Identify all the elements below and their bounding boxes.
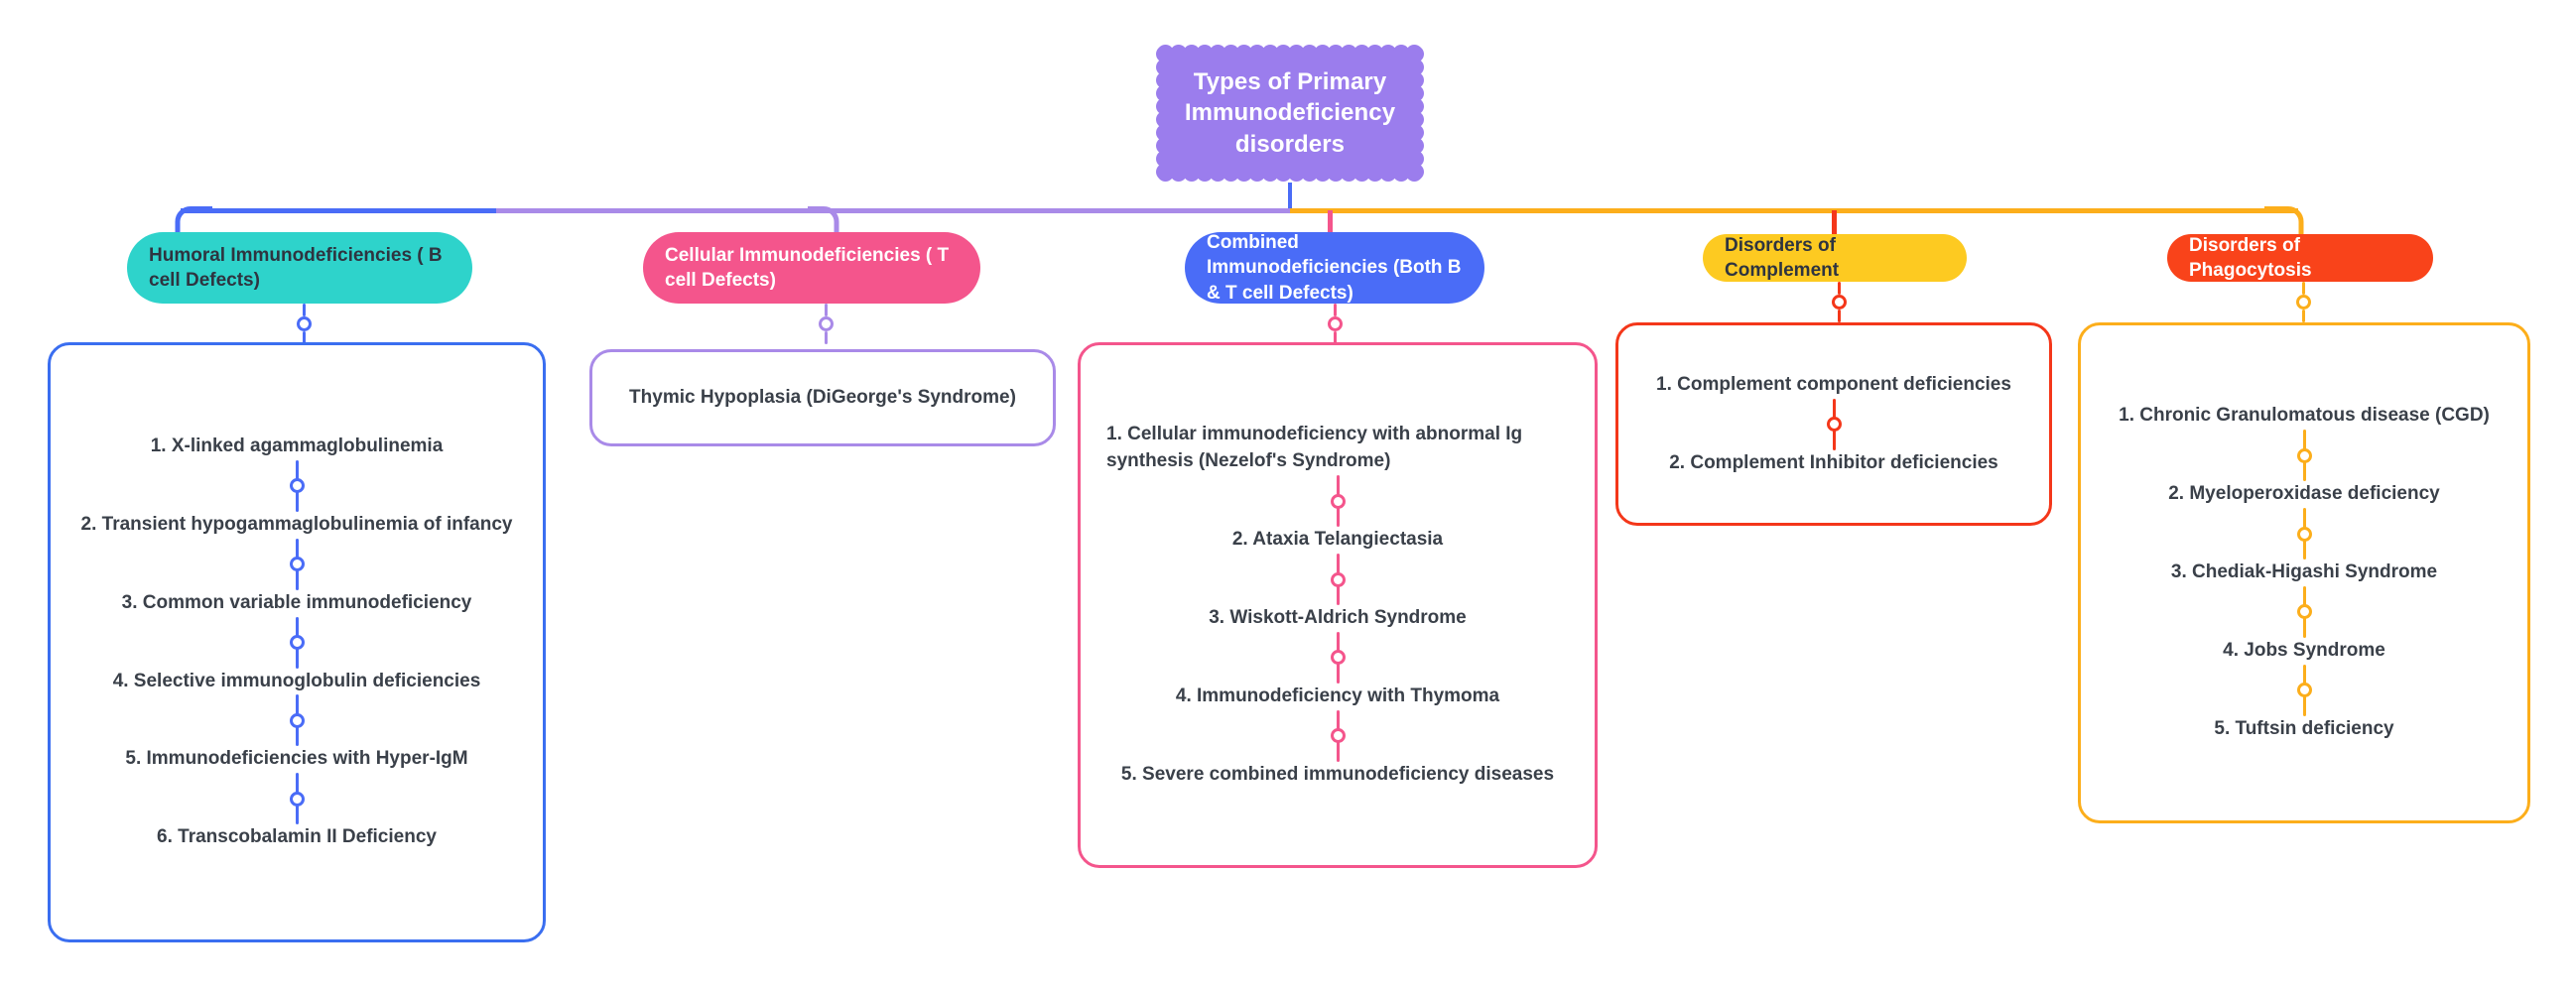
leaf-item[interactable]: 3. Wiskott-Aldrich Syndrome bbox=[1209, 607, 1467, 628]
leaf-item[interactable]: 3. Common variable immunodeficiency bbox=[121, 591, 472, 613]
leaf-connector bbox=[1081, 631, 1595, 684]
panel-stub-cellular bbox=[819, 304, 834, 344]
leaf-connector bbox=[51, 773, 543, 825]
bus-segment-mid bbox=[496, 208, 1290, 213]
root-node-body: Types of Primary Immunodeficiency disord… bbox=[1163, 52, 1417, 175]
leaf-item[interactable]: 1. Chronic Granulomatous disease (CGD) bbox=[2119, 405, 2490, 427]
leaf-connector bbox=[51, 459, 543, 512]
bus-corner-left bbox=[175, 206, 212, 258]
leaf-item[interactable]: 4. Jobs Syndrome bbox=[2223, 639, 2385, 661]
leaf-item[interactable]: 5. Tuftsin deficiency bbox=[2214, 717, 2394, 739]
root-connector-stub bbox=[1288, 183, 1292, 212]
panel-stub-complement bbox=[1832, 282, 1847, 322]
leaf-item[interactable]: 6. Transcobalamin II Deficiency bbox=[157, 826, 437, 848]
leaf-connector bbox=[1081, 709, 1595, 762]
leaf-connector bbox=[2081, 585, 2527, 638]
bus-corner-right bbox=[2264, 206, 2304, 258]
root-node[interactable]: Types of Primary Immunodeficiency disord… bbox=[1155, 44, 1425, 183]
branch-panel-complement: 1. Complement component deficiencies 2. … bbox=[1615, 322, 2052, 526]
panel-stub-combined bbox=[1328, 304, 1343, 344]
leaf-item[interactable]: 2. Myeloperoxidase deficiency bbox=[2168, 483, 2440, 505]
panel-stub-phagocytosis bbox=[2296, 282, 2311, 322]
branch-panel-list: 1. Chronic Granulomatous disease (CGD) 2… bbox=[2081, 325, 2527, 820]
leaf-connector bbox=[1081, 475, 1595, 528]
leaf-item[interactable]: 2. Complement Inhibitor deficiencies bbox=[1669, 451, 1998, 473]
leaf-item[interactable]: 4. Selective immunoglobulin deficiencies bbox=[112, 670, 481, 691]
root-title: Types of Primary Immunodeficiency disord… bbox=[1184, 68, 1396, 158]
branch-header-combined[interactable]: Combined Immunodeficiencies (Both B & T … bbox=[1185, 232, 1484, 304]
leaf-connector bbox=[2081, 664, 2527, 716]
leaf-connector bbox=[2081, 430, 2527, 482]
leaf-connector bbox=[1081, 554, 1595, 605]
bus-segment-right bbox=[1290, 208, 2298, 213]
leaf-item[interactable]: 5. Immunodeficiencies with Hyper-IgM bbox=[125, 748, 468, 770]
leaf-item[interactable]: 3. Chediak-Higashi Syndrome bbox=[2170, 561, 2438, 583]
branch-header-complement[interactable]: Disorders of Complement bbox=[1703, 234, 1967, 282]
leaf-connector bbox=[2081, 508, 2527, 560]
branch-drop-cellular bbox=[808, 206, 839, 258]
branch-header-label: Cellular Immunodeficiencies ( T cell Def… bbox=[665, 244, 950, 291]
branch-panel-cellular: Thymic Hypoplasia (DiGeorge's Syndrome) bbox=[589, 349, 1056, 446]
branch-header-humoral[interactable]: Humoral Immunodeficiencies ( B cell Defe… bbox=[127, 232, 472, 304]
branch-header-phagocytosis[interactable]: Disorders of Phagocytosis bbox=[2167, 234, 2433, 282]
leaf-connector bbox=[51, 616, 543, 669]
leaf-connector bbox=[51, 694, 543, 747]
leaf-item[interactable]: 4. Immunodeficiency with Thymoma bbox=[1175, 685, 1500, 706]
leaf-connector bbox=[1618, 398, 2049, 450]
panel-stub-humoral bbox=[297, 304, 312, 344]
branch-panel-list: 1. X-linked agammaglobulinemia 2. Transi… bbox=[51, 345, 543, 939]
branch-header-label: Disorders of Phagocytosis bbox=[2189, 234, 2312, 281]
branch-panel-combined: 1. Cellular immunodeficiency with abnorm… bbox=[1078, 342, 1598, 868]
leaf-item[interactable]: 1. Complement component deficiencies bbox=[1656, 373, 2011, 395]
branch-panel-list: 1. Complement component deficiencies 2. … bbox=[1618, 325, 2049, 523]
leaf-item[interactable]: Thymic Hypoplasia (DiGeorge's Syndrome) bbox=[629, 386, 1016, 408]
leaf-item[interactable]: 2. Ataxia Telangiectasia bbox=[1231, 529, 1444, 551]
leaf-item[interactable]: 5. Severe combined immunodeficiency dise… bbox=[1120, 763, 1555, 785]
branch-panel-phagocytosis: 1. Chronic Granulomatous disease (CGD) 2… bbox=[2078, 322, 2530, 823]
leaf-item[interactable]: 1. X-linked agammaglobulinemia bbox=[150, 435, 444, 456]
branch-header-cellular[interactable]: Cellular Immunodeficiencies ( T cell Def… bbox=[643, 232, 980, 304]
leaf-item[interactable]: 1. Cellular immunodeficiency with abnorm… bbox=[1106, 424, 1523, 472]
branch-panel-list: Thymic Hypoplasia (DiGeorge's Syndrome) bbox=[592, 352, 1053, 443]
branch-panel-humoral: 1. X-linked agammaglobulinemia 2. Transi… bbox=[48, 342, 546, 942]
branch-header-label: Humoral Immunodeficiencies ( B cell Defe… bbox=[149, 244, 443, 291]
branch-header-label: Combined Immunodeficiencies (Both B & T … bbox=[1207, 232, 1462, 304]
branch-panel-list: 1. Cellular immunodeficiency with abnorm… bbox=[1081, 345, 1595, 865]
leaf-connector bbox=[51, 538, 543, 590]
bus-segment-left bbox=[181, 208, 500, 213]
leaf-item[interactable]: 2. Transient hypogammaglobulinemia of in… bbox=[80, 513, 513, 535]
branch-header-label: Disorders of Complement bbox=[1725, 234, 1840, 281]
